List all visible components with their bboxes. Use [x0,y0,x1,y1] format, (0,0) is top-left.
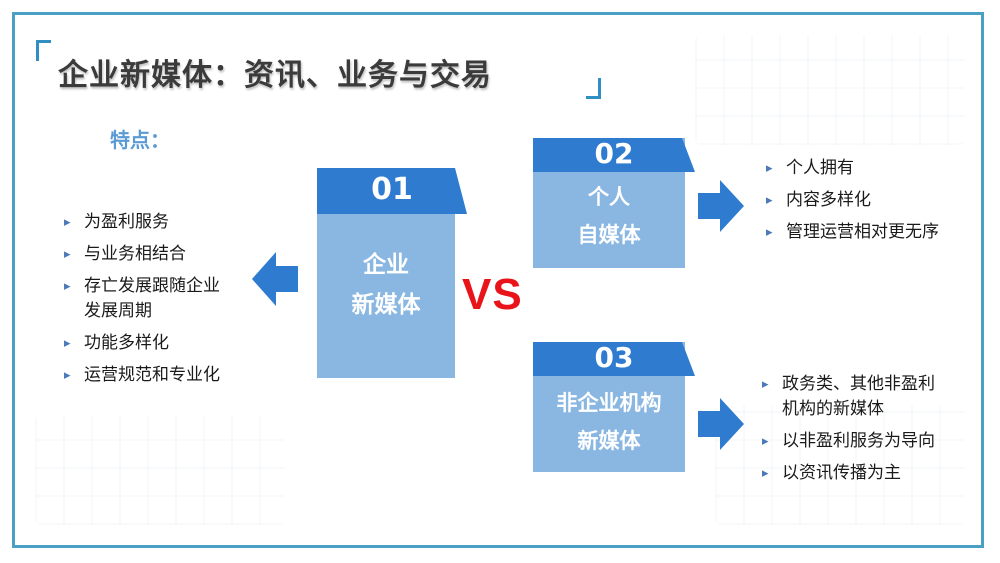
card-tab [533,138,695,172]
card-label-line2: 新媒体 [351,292,421,318]
left-arrow-icon [252,252,298,306]
list-item-label: 运营规范和专业化 [84,365,220,385]
triangle-bullet-icon: ▸ [766,161,773,176]
card-label-line1: 企业 [363,252,409,278]
triangle-bullet-icon: ▸ [64,247,71,262]
list-item: ▸ 以资讯传播为主 [758,461,978,486]
decorative-texture [35,415,285,525]
list-item-label: 功能多样化 [84,333,169,353]
decorative-texture [715,405,965,525]
triangle-bullet-icon: ▸ [762,466,769,481]
title-bracket-left-icon [36,40,51,61]
card-tab [533,342,695,376]
triangle-bullet-icon: ▸ [64,368,71,383]
decorative-texture [695,35,965,145]
list-item-label: 内容多样化 [786,190,871,210]
card-label-line1: 非企业机构 [556,391,662,415]
list-item-label: 机构的新媒体 [782,399,884,419]
card-number: 02 [594,137,634,170]
card-personal-media: 02 个人 自媒体 [533,137,695,268]
page-title: 企业新媒体：资讯、业务与交易 [58,58,492,93]
features-heading: 特点： [110,128,170,152]
list-item-continuation: 发展周期 [60,299,260,324]
right-arrow-icon [698,398,744,450]
list-item: ▸ 功能多样化 [60,331,260,356]
left-feature-list: ▸ 为盈利服务 ▸ 与业务相结合 ▸ 存亡发展跟随企业 发展周期 ▸ 功能多样化 ▸ 运营… [60,210,260,395]
slide-frame [12,12,984,548]
triangle-bullet-icon: ▸ [762,434,769,449]
list-item: ▸ 内容多样化 [762,188,982,213]
list-item-label: 管理运营相对更无序 [786,222,939,242]
triangle-bullet-icon: ▸ [762,377,769,392]
triangle-bullet-icon: ▸ [64,279,71,294]
triangle-bullet-icon: ▸ [766,225,773,240]
list-item: ▸ 运营规范和专业化 [60,363,260,388]
card-number: 03 [594,341,634,374]
card-nonprofit-media: 03 非企业机构 新媒体 [533,341,695,472]
list-item: ▸ 以非盈利服务为导向 [758,429,978,454]
list-item: ▸ 存亡发展跟随企业 [60,274,260,299]
list-item-label: 为盈利服务 [84,212,169,232]
triangle-bullet-icon: ▸ [64,336,71,351]
personal-media-list: ▸ 个人拥有 ▸ 内容多样化 ▸ 管理运营相对更无序 [762,156,982,252]
card-number: 01 [371,172,413,207]
list-item-continuation: 机构的新媒体 [758,397,978,422]
triangle-bullet-icon: ▸ [64,215,71,230]
list-item-label: 与业务相结合 [84,244,186,264]
list-item-label: 政务类、其他非盈利 [782,374,935,394]
list-item: ▸ 政务类、其他非盈利 [758,372,978,397]
list-item-label: 以资讯传播为主 [782,463,901,483]
title-bracket-right-icon [586,78,601,99]
vs-label: VS [462,270,523,319]
list-item: ▸ 个人拥有 [762,156,982,181]
card-label-line1: 个人 [588,185,630,209]
card-label-line2: 自媒体 [577,223,641,247]
list-item-label: 发展周期 [84,301,152,321]
list-item: ▸ 与业务相结合 [60,242,260,267]
right-arrow-icon [698,180,744,232]
card-enterprise-media: 01 企业 新媒体 [317,168,467,378]
list-item-label: 个人拥有 [786,158,854,178]
card-label-line2: 新媒体 [577,429,641,453]
triangle-bullet-icon: ▸ [766,193,773,208]
list-item-label: 存亡发展跟随企业 [84,276,220,296]
list-item: ▸ 管理运营相对更无序 [762,220,982,245]
list-item: ▸ 为盈利服务 [60,210,260,235]
card-tab [317,168,467,214]
list-item-label: 以非盈利服务为导向 [782,431,935,451]
nonprofit-media-list: ▸ 政务类、其他非盈利 机构的新媒体 ▸ 以非盈利服务为导向 ▸ 以资讯传播为主 [758,372,978,493]
